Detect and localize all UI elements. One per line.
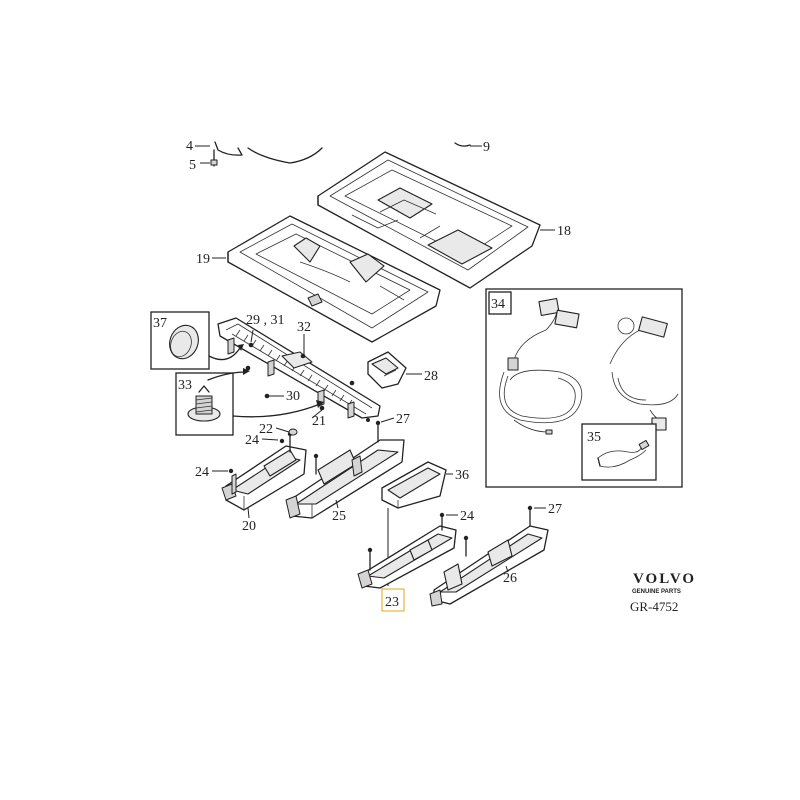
part-36-tray bbox=[381, 461, 453, 586]
figure-reference: GR-4752 bbox=[630, 599, 678, 614]
part-22-clip bbox=[261, 427, 298, 444]
callout-18: 18 bbox=[557, 224, 571, 239]
callout-29-31: 29 , 31 bbox=[246, 313, 285, 328]
callout-4: 4 bbox=[186, 139, 193, 154]
detail-box-35 bbox=[581, 423, 657, 481]
brand-logo: VOLVO bbox=[633, 571, 696, 587]
callout-37: 37 bbox=[153, 316, 167, 331]
callout-26: 26 bbox=[503, 571, 517, 586]
part-28-bracket bbox=[367, 351, 422, 389]
callout-5: 5 bbox=[189, 158, 196, 173]
callout-34: 34 bbox=[491, 297, 505, 312]
callout-labels: 4 5 9 18 19 29 , 31 32 28 30 21 27 22 24… bbox=[153, 139, 601, 610]
part-25-side-panel bbox=[285, 417, 405, 519]
part-19-floor-cover bbox=[212, 215, 441, 343]
callout-20: 20 bbox=[242, 519, 256, 534]
part-20-side-panel bbox=[212, 431, 307, 519]
callout-30: 30 bbox=[286, 389, 300, 404]
brand-block: VOLVO GENUINE PARTS GR-4752 bbox=[630, 571, 696, 614]
part-26-rail bbox=[429, 505, 549, 607]
callout-24c: 24 bbox=[460, 509, 474, 524]
callout-19: 19 bbox=[196, 252, 210, 267]
callout-23: 23 bbox=[385, 595, 399, 610]
callout-35: 35 bbox=[587, 430, 601, 445]
callout-32: 32 bbox=[297, 320, 311, 335]
part-23-rail bbox=[357, 512, 458, 612]
part-18-floor-tray bbox=[317, 151, 555, 289]
detail-box-33 bbox=[175, 372, 234, 436]
callout-9: 9 bbox=[483, 140, 490, 155]
callout-24a: 24 bbox=[245, 433, 259, 448]
brand-logo-subtext: GENUINE PARTS bbox=[632, 589, 681, 595]
detail-box-37 bbox=[150, 311, 210, 370]
callout-25: 25 bbox=[332, 509, 346, 524]
callout-24b: 24 bbox=[195, 465, 209, 480]
callout-28: 28 bbox=[424, 369, 438, 384]
callout-33: 33 bbox=[178, 378, 192, 393]
callout-36: 36 bbox=[455, 468, 469, 483]
callout-27b: 27 bbox=[548, 502, 562, 517]
callout-21: 21 bbox=[312, 414, 326, 429]
part-top-fragments bbox=[195, 141, 482, 167]
callout-27a: 27 bbox=[396, 412, 410, 427]
callout-22: 22 bbox=[259, 422, 273, 437]
pointer-arrows bbox=[207, 344, 324, 418]
